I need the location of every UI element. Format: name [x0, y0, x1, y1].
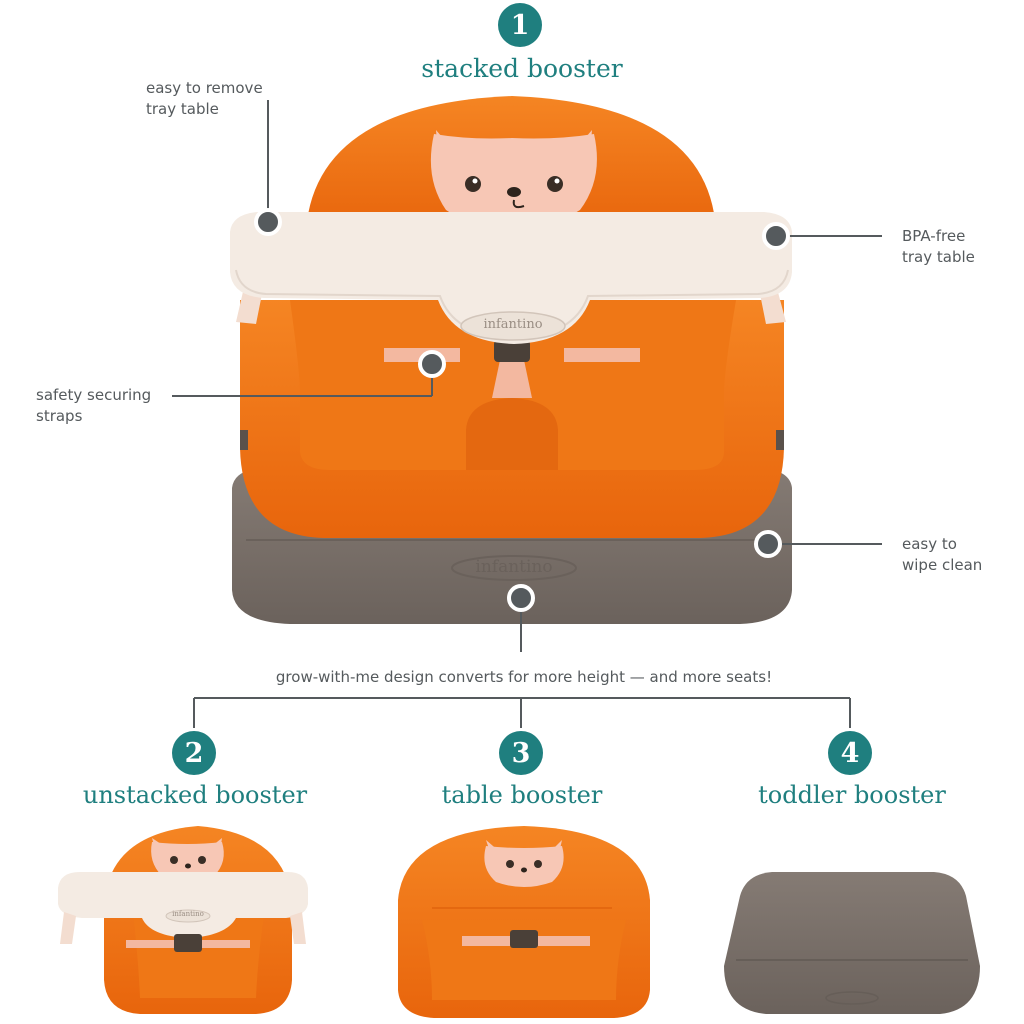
callout-tray-remove-line1: easy to remove	[146, 79, 263, 97]
callout-dots	[254, 208, 790, 612]
callout-safety-straps: safety securing straps	[36, 385, 151, 427]
table-booster-illustration	[398, 826, 650, 1018]
step-3-badge: 3	[499, 731, 543, 775]
step-3-number: 3	[511, 737, 531, 769]
stacked-booster-title: stacked booster	[421, 54, 623, 83]
step-4-number: 4	[840, 737, 860, 769]
unstacked-booster-illustration	[58, 826, 308, 1014]
callout-wipe-clean-line1: easy to	[902, 535, 957, 553]
callout-lines	[172, 100, 882, 728]
step-2-number: 2	[184, 737, 204, 769]
tray-brand-logo: infantino	[483, 317, 543, 332]
tray-table	[230, 212, 792, 344]
step-1-badge: 1	[498, 3, 542, 47]
callout-straps-line2: straps	[36, 407, 83, 425]
conversion-description: grow-with-me design converts for more he…	[275, 668, 773, 686]
variant-2-brand-logo: infantino	[172, 910, 204, 918]
callout-tray-remove-line2: tray table	[146, 100, 219, 118]
callout-straps-line1: safety securing	[36, 386, 152, 404]
step-2-badge: 2	[172, 731, 216, 775]
toddler-booster-illustration	[724, 872, 980, 1014]
toddler-booster-title: toddler booster	[758, 781, 946, 809]
callout-bpa-free-tray: BPA-free tray table	[902, 226, 975, 268]
step-1-number: 1	[510, 9, 530, 41]
callout-wipe-clean-line2: wipe clean	[902, 556, 983, 574]
unstacked-booster-title: unstacked booster	[82, 781, 308, 809]
fox-face	[430, 130, 597, 230]
table-booster-title: table booster	[441, 781, 603, 809]
callout-bpa-free-line1: BPA-free	[902, 227, 966, 245]
base-brand-logo: infantino	[475, 557, 553, 577]
step-4-badge: 4	[828, 731, 872, 775]
callout-wipe-clean: easy to wipe clean	[902, 534, 982, 576]
callout-bpa-free-line2: tray table	[902, 248, 975, 266]
callout-easy-to-remove-tray: easy to remove tray table	[146, 78, 263, 120]
